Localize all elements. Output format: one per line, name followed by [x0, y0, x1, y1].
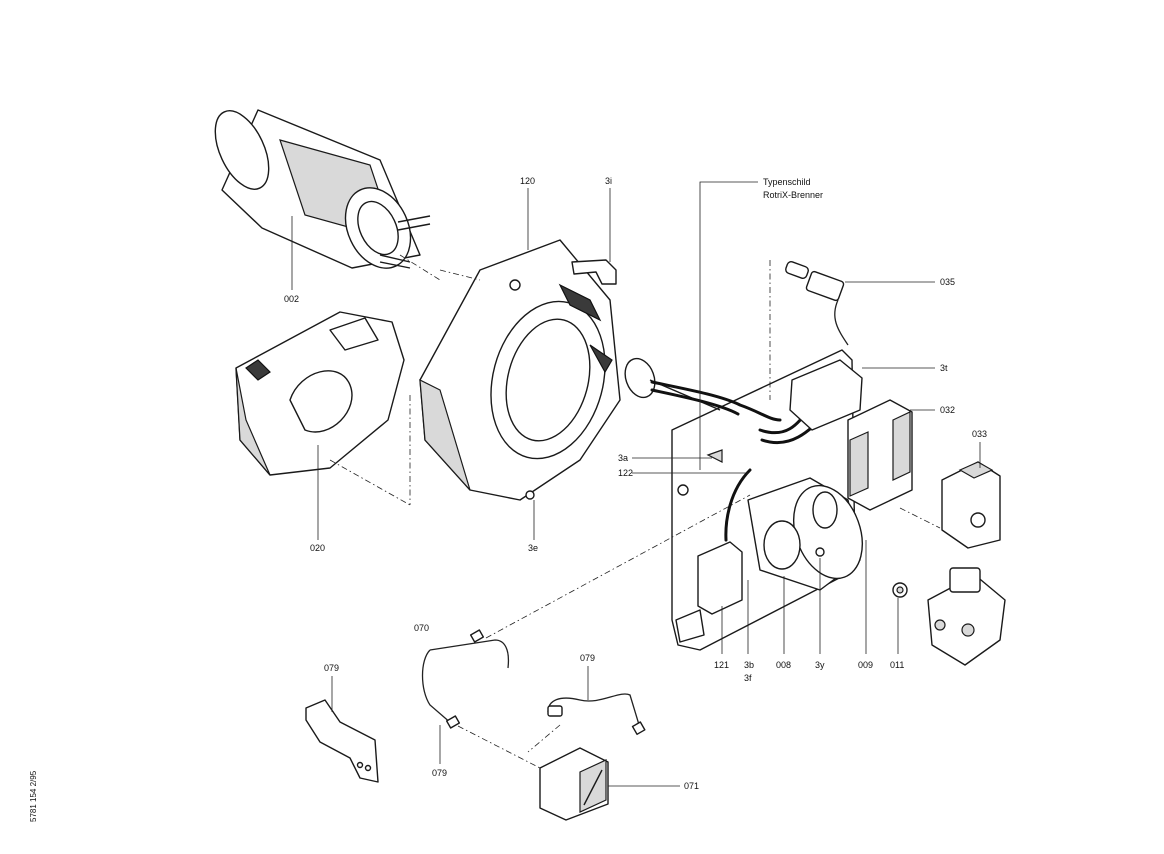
- callout-121: 121: [714, 660, 729, 670]
- callout-079-cable-bottom: 079: [432, 768, 447, 778]
- part-3t-bracket: [789, 359, 863, 431]
- part-008-motor: [747, 477, 863, 591]
- callout-079-cable-top: 079: [580, 653, 595, 663]
- part-3i-bracket: [571, 259, 617, 285]
- part-032-ignition-transformer: [847, 399, 913, 511]
- callout-120: 120: [520, 176, 535, 186]
- part-121-capacitor: [697, 541, 743, 615]
- callout-020: 020: [310, 543, 325, 553]
- part-120-fan-housing: [419, 239, 621, 501]
- part-011-screw: [892, 582, 908, 598]
- part-035-photocell: [785, 261, 849, 346]
- callout-3e: 3e: [528, 543, 538, 553]
- callout-079-bracket: 079: [324, 663, 339, 673]
- callout-008: 008: [776, 660, 791, 670]
- part-070-cable: [421, 629, 510, 729]
- part-033-cover: [941, 461, 1001, 549]
- part-002-burner-tube: [214, 109, 431, 269]
- callout-009: 009: [858, 660, 873, 670]
- callout-032: 032: [940, 405, 955, 415]
- callout-3i: 3i: [605, 176, 612, 186]
- nameplate-line1: Typenschild: [763, 177, 811, 187]
- callout-071: 071: [684, 781, 699, 791]
- callout-002: 002: [284, 294, 299, 304]
- callout-3f: 3f: [744, 673, 752, 683]
- callout-035: 035: [940, 277, 955, 287]
- part-071-control-box: [539, 747, 609, 821]
- callout-3a: 3a: [618, 453, 628, 463]
- callout-070: 070: [414, 623, 429, 633]
- leader-lines: [291, 181, 981, 787]
- callout-033: 033: [972, 429, 987, 439]
- callout-3t: 3t: [940, 363, 948, 373]
- oil-pump: [927, 567, 1006, 666]
- callout-3b: 3b: [744, 660, 754, 670]
- doc-reference: 5781 154 2/95: [29, 770, 38, 822]
- callout-122: 122: [618, 468, 633, 478]
- part-020-housing-cover: [235, 311, 405, 476]
- nameplate-line2: RotriX-Brenner: [763, 190, 823, 200]
- callout-3y: 3y: [815, 660, 825, 670]
- part-079-cable: [547, 693, 646, 736]
- callout-011: 011: [890, 660, 904, 670]
- callout-labels: 002 020 120 3i 3e 3a 122 Typenschild Rot…: [284, 176, 987, 791]
- part-079-bracket: [305, 699, 379, 783]
